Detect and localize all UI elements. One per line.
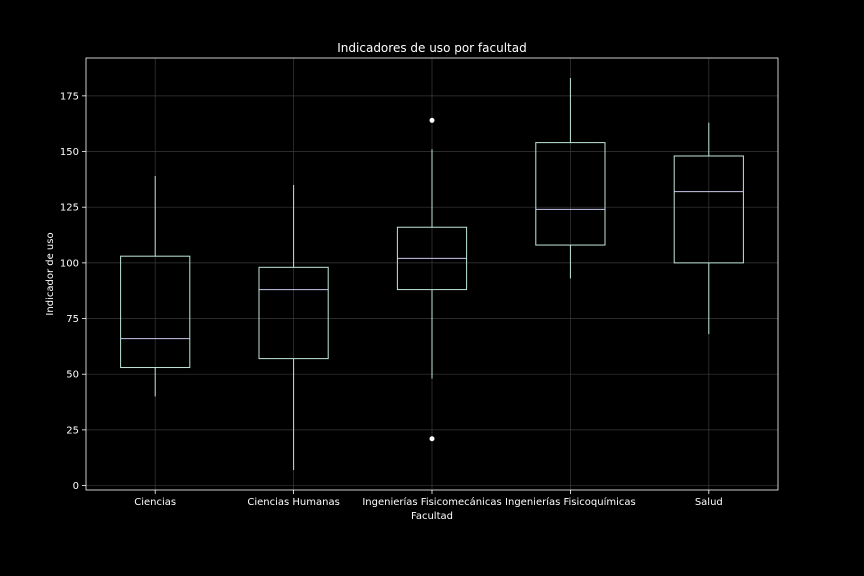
x-axis-label: Facultad — [411, 511, 453, 522]
y-axis-label: Indicador de uso — [45, 232, 56, 315]
box-group — [120, 176, 191, 397]
y-tick-label: 150 — [60, 147, 79, 158]
iqr-box — [258, 266, 329, 360]
outlier-point — [429, 436, 435, 442]
y-tick-label: 75 — [66, 314, 79, 325]
x-tick-label: Salud — [695, 497, 723, 508]
iqr-box — [120, 255, 191, 369]
x-tick-label: Ingenierías Fisicoquímicas — [505, 496, 636, 508]
y-tick-label: 175 — [60, 91, 79, 102]
y-tick-label: 100 — [60, 258, 79, 269]
outlier-point — [429, 117, 435, 123]
y-tick-label: 0 — [73, 481, 79, 492]
x-tick-label: Ciencias Humanas — [247, 497, 339, 508]
x-tick-label: Ingenierías Fisicomecánicas — [362, 496, 501, 508]
box-group — [258, 184, 329, 470]
iqr-box — [535, 142, 606, 246]
y-tick-label: 50 — [66, 370, 79, 381]
box-group — [673, 122, 744, 335]
y-tick-label: 25 — [66, 425, 79, 436]
y-tick-label: 125 — [60, 203, 79, 214]
chart-title: Indicadores de uso por facultad — [337, 41, 526, 55]
box-group — [396, 117, 468, 442]
iqr-box — [673, 155, 744, 264]
boxes — [120, 78, 744, 470]
x-tick-label: Ciencias — [134, 497, 176, 508]
box-group — [535, 78, 606, 279]
